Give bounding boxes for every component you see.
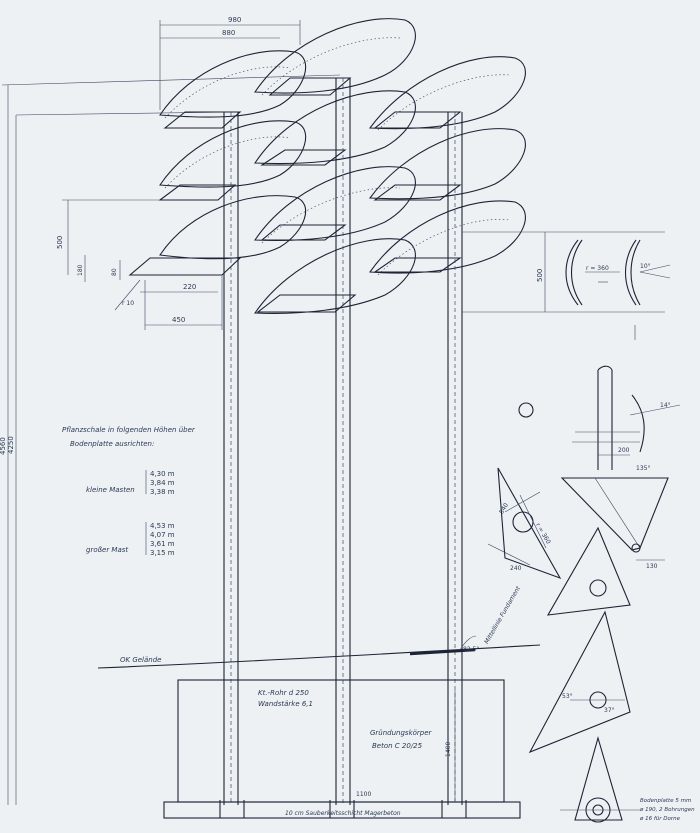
plates xyxy=(128,77,462,313)
slab-line3: ø 16 für Dorne xyxy=(639,816,681,822)
dim-220-left: 220 xyxy=(183,283,196,291)
dim-r-left: r 10 xyxy=(122,300,134,307)
angle-53: 53° xyxy=(562,693,573,700)
slab-line1: Bodenplatte 5 mm xyxy=(640,798,691,804)
dim-4250: 4250 xyxy=(7,436,15,454)
small-value-2: 3,84 m xyxy=(150,479,175,487)
midline-note: Mittellinie Fundament xyxy=(483,585,522,646)
pipe-line2: Wandstärke 6,1 xyxy=(258,700,313,708)
dim-80-left: 80 xyxy=(111,268,118,276)
ground-and-foundation: OK Gelände 82.5° 1400 1100 Kt.-Rohr d 25… xyxy=(97,635,541,819)
small-masts-label: kleine Masten xyxy=(86,486,135,494)
heights-note-line1: Pflanzschale in folgenden Höhen über xyxy=(62,426,196,434)
height-dimension-lines: 4560 4250 xyxy=(0,74,341,805)
dim-500-right: 500 xyxy=(536,269,544,282)
slab-line2: ø 190, 2 Bohrungen xyxy=(639,807,695,813)
pipe-line1: Kt.-Rohr d 250 xyxy=(258,689,309,697)
dim-880: 880 xyxy=(222,29,235,37)
dim-r360-right: r = 360 xyxy=(586,265,609,272)
dim-500-left: 500 xyxy=(56,236,64,249)
top-dimensions: 980 880 xyxy=(159,16,301,110)
angle-825: 82.5° xyxy=(463,646,479,653)
right-section-detail: 500 r = 360 10° xyxy=(462,231,671,340)
dim-980: 980 xyxy=(228,16,241,24)
base-plate-note: Bodenplatte 5 mm ø 190, 2 Bohrungen ø 16… xyxy=(639,798,695,822)
dim-540: 540 xyxy=(498,502,510,516)
stacked-triangles: 53° 37° xyxy=(528,526,640,823)
dim-10deg: 10° xyxy=(640,263,651,270)
heights-note-line2: Bodenplatte ausrichten: xyxy=(70,440,154,448)
side-detail: 14° 200 135° 130 xyxy=(560,365,681,570)
dim-135deg: 135° xyxy=(636,465,650,472)
base-note: 10 cm Sauberkeitsschicht Magerbeton xyxy=(285,810,401,817)
angle-37: 37° xyxy=(604,707,615,714)
dim-1100: 1100 xyxy=(356,791,371,798)
dim-4560: 4560 xyxy=(0,437,7,455)
dim-180-left: 180 xyxy=(77,264,84,276)
dim-450-left: 450 xyxy=(172,316,185,324)
dim-1400: 1400 xyxy=(445,742,452,757)
foundation-line2: Beton C 20/25 xyxy=(372,742,423,750)
small-value-3: 3,38 m xyxy=(150,488,175,496)
triangle-plan: 540 r = 360 240 Mittellinie Fundament xyxy=(483,402,562,646)
big-value-4: 3,15 m xyxy=(150,549,175,557)
left-detail-dimensions: 500 180 80 220 450 r 10 xyxy=(56,199,223,330)
leaf-planters xyxy=(159,18,526,314)
height-notes: Pflanzschale in folgenden Höhen über Bod… xyxy=(62,426,196,557)
dim-14deg: 14° xyxy=(660,402,671,409)
big-mast-label: großer Mast xyxy=(86,546,128,554)
dim-200-right: 200 xyxy=(618,447,630,454)
small-value-1: 4,30 m xyxy=(150,470,175,478)
big-value-3: 3,61 m xyxy=(150,540,175,548)
big-value-1: 4,53 m xyxy=(150,522,175,530)
ground-label: OK Gelände xyxy=(120,656,161,664)
foundation-line1: Gründungskörper xyxy=(370,729,433,737)
dim-240: 240 xyxy=(510,565,522,572)
dim-130-right: 130 xyxy=(646,563,658,570)
masts xyxy=(223,78,463,805)
big-value-2: 4,07 m xyxy=(150,531,175,539)
